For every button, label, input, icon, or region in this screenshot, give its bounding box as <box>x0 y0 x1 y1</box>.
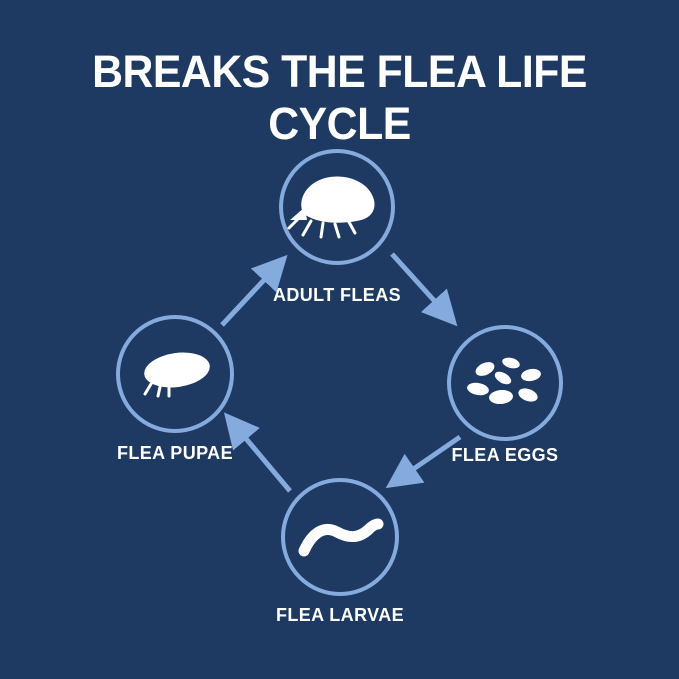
node-flea-larvae: FLEA LARVAE <box>276 478 404 625</box>
arrow-pupae-to-adult <box>220 254 288 327</box>
larva-icon <box>298 518 384 557</box>
flea-larvae-label: FLEA LARVAE <box>276 605 404 625</box>
page-title: BREAKS THE FLEA LIFE CYCLE <box>92 46 587 149</box>
eggs-icon <box>467 357 541 405</box>
arrow-eggs-to-larvae <box>385 434 462 489</box>
adult-fleas-label: ADULT FLEAS <box>273 285 401 305</box>
flea-pupae-label: FLEA PUPAE <box>117 443 233 463</box>
node-flea-eggs: FLEA EGGS <box>447 325 563 465</box>
flea-icon <box>287 176 375 239</box>
node-adult-fleas: ADULT FLEAS <box>273 149 401 305</box>
pupa-icon <box>143 352 210 398</box>
cycle-arrows <box>220 252 462 493</box>
arrow-larvae-to-pupae <box>223 412 292 493</box>
flea-eggs-label: FLEA EGGS <box>452 445 559 465</box>
node-flea-pupae: FLEA PUPAE <box>116 315 234 463</box>
arrow-adult-to-eggs <box>390 252 458 327</box>
